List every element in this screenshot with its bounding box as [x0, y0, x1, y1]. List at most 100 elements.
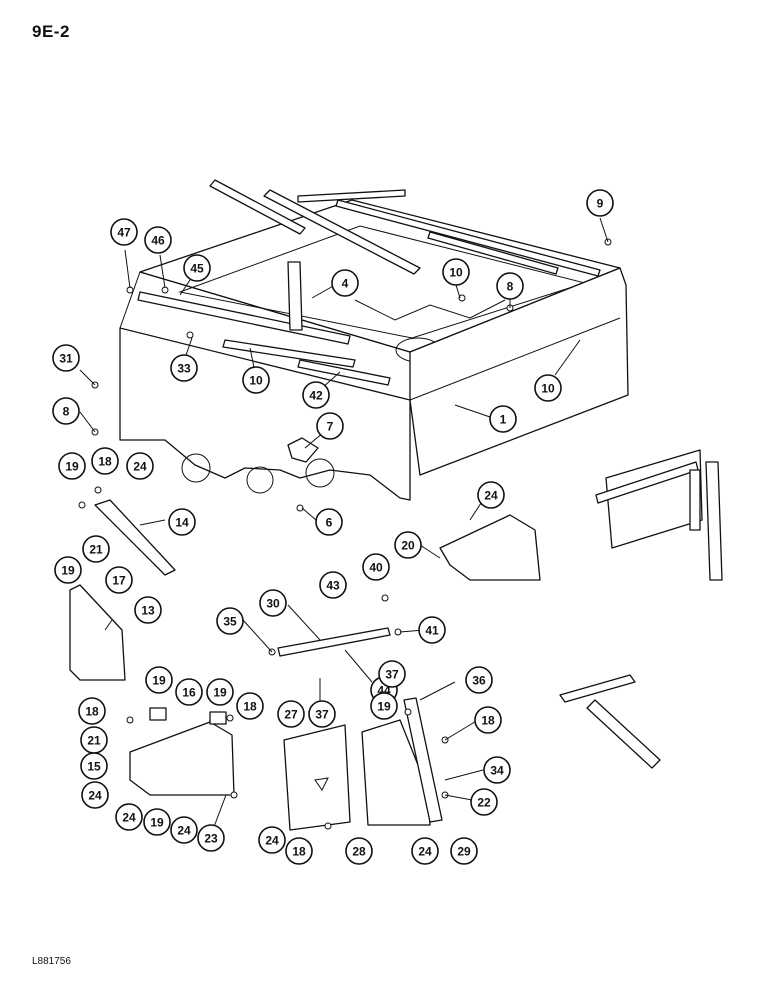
callout-22: 22 [470, 788, 498, 816]
callout-circle [489, 405, 517, 433]
callout-circle [477, 481, 505, 509]
callout-label: 19 [65, 460, 79, 474]
callout-label: 4 [342, 277, 349, 291]
callout-circle [58, 452, 86, 480]
callout-circle [483, 756, 511, 784]
callout-label: 24 [122, 811, 136, 825]
callout-circle [52, 344, 80, 372]
callout-label: 24 [177, 824, 191, 838]
callout-47: 47 [110, 218, 138, 246]
callout-10: 10 [442, 258, 470, 286]
leader-lines [79, 217, 609, 833]
rail-30 [277, 627, 391, 657]
callout-circle [206, 678, 234, 706]
callout-label: 16 [182, 686, 196, 700]
callout-label: 46 [151, 234, 165, 248]
callout-circle [394, 531, 422, 559]
callout-24: 24 [411, 837, 439, 865]
callout-circle [331, 269, 359, 297]
callout-label: 28 [352, 845, 366, 859]
side-panel-assembly [595, 449, 723, 581]
callout-37: 37 [378, 660, 406, 688]
callout-10: 10 [242, 366, 270, 394]
callout-circle [534, 374, 562, 402]
callout-label: 22 [477, 796, 491, 810]
drawing-code: L881756 [32, 956, 71, 967]
callout-27: 27 [277, 700, 305, 728]
callout-20: 20 [394, 531, 422, 559]
callout-30: 30 [259, 589, 287, 617]
callout-15: 15 [80, 752, 108, 780]
callout-46: 46 [144, 226, 172, 254]
callout-10: 10 [534, 374, 562, 402]
callout-13: 13 [134, 596, 162, 624]
callout-31: 31 [52, 344, 80, 372]
callout-label: 1 [500, 413, 507, 427]
callout-circle [183, 254, 211, 282]
callout-label: 7 [327, 420, 334, 434]
callout-label: 24 [88, 789, 102, 803]
callout-circle [143, 808, 171, 836]
callout-label: 15 [87, 760, 101, 774]
callout-35: 35 [216, 607, 244, 635]
callout-17: 17 [105, 566, 133, 594]
callout-circle [52, 397, 80, 425]
callout-label: 18 [98, 455, 112, 469]
callout-circle [470, 788, 498, 816]
callout-label: 29 [457, 845, 471, 859]
callout-label: 18 [292, 845, 306, 859]
bracket-13 [69, 584, 126, 681]
page-code: 9E-2 [32, 22, 70, 41]
callout-label: 13 [141, 604, 155, 618]
callout-circle [115, 803, 143, 831]
callout-circle [362, 553, 390, 581]
panel-27 [283, 724, 351, 831]
callout-label: 33 [177, 362, 191, 376]
callout-circle [345, 837, 373, 865]
callout-circle [308, 700, 336, 728]
callout-circle [418, 616, 446, 644]
callout-label: 24 [418, 845, 432, 859]
callout-label: 30 [266, 597, 280, 611]
callout-1: 1 [489, 405, 517, 433]
callout-21: 21 [82, 535, 110, 563]
callout-label: 8 [63, 405, 70, 419]
callout-circle [216, 607, 244, 635]
callout-circle [80, 752, 108, 780]
callout-18: 18 [236, 692, 264, 720]
callout-label: 41 [425, 624, 439, 638]
callout-19: 19 [143, 808, 171, 836]
callout-label: 8 [507, 280, 514, 294]
callout-28: 28 [345, 837, 373, 865]
callout-33: 33 [170, 354, 198, 382]
callout-circle [175, 678, 203, 706]
callout-label: 18 [481, 714, 495, 728]
callout-37: 37 [308, 700, 336, 728]
callout-label: 24 [133, 460, 147, 474]
callout-circle [242, 366, 270, 394]
callout-4: 4 [331, 269, 359, 297]
callout-label: 43 [326, 579, 340, 593]
callout-circle [259, 589, 287, 617]
callout-18: 18 [91, 447, 119, 475]
callout-7: 7 [316, 412, 344, 440]
callout-label: 9 [597, 197, 604, 211]
callout-label: 37 [385, 668, 399, 682]
callout-circle [442, 258, 470, 286]
callout-24: 24 [115, 803, 143, 831]
callout-16: 16 [175, 678, 203, 706]
callout-24: 24 [81, 781, 109, 809]
top-rails [137, 179, 601, 386]
callout-36: 36 [465, 666, 493, 694]
callout-circle [465, 666, 493, 694]
callout-circle [302, 381, 330, 409]
callout-label: 19 [152, 674, 166, 688]
callout-label: 37 [315, 708, 329, 722]
callout-label: 14 [175, 516, 189, 530]
callout-42: 42 [302, 381, 330, 409]
handle-assembly [559, 674, 661, 769]
callout-8: 8 [52, 397, 80, 425]
callout-circle [450, 837, 478, 865]
callout-21: 21 [80, 726, 108, 754]
